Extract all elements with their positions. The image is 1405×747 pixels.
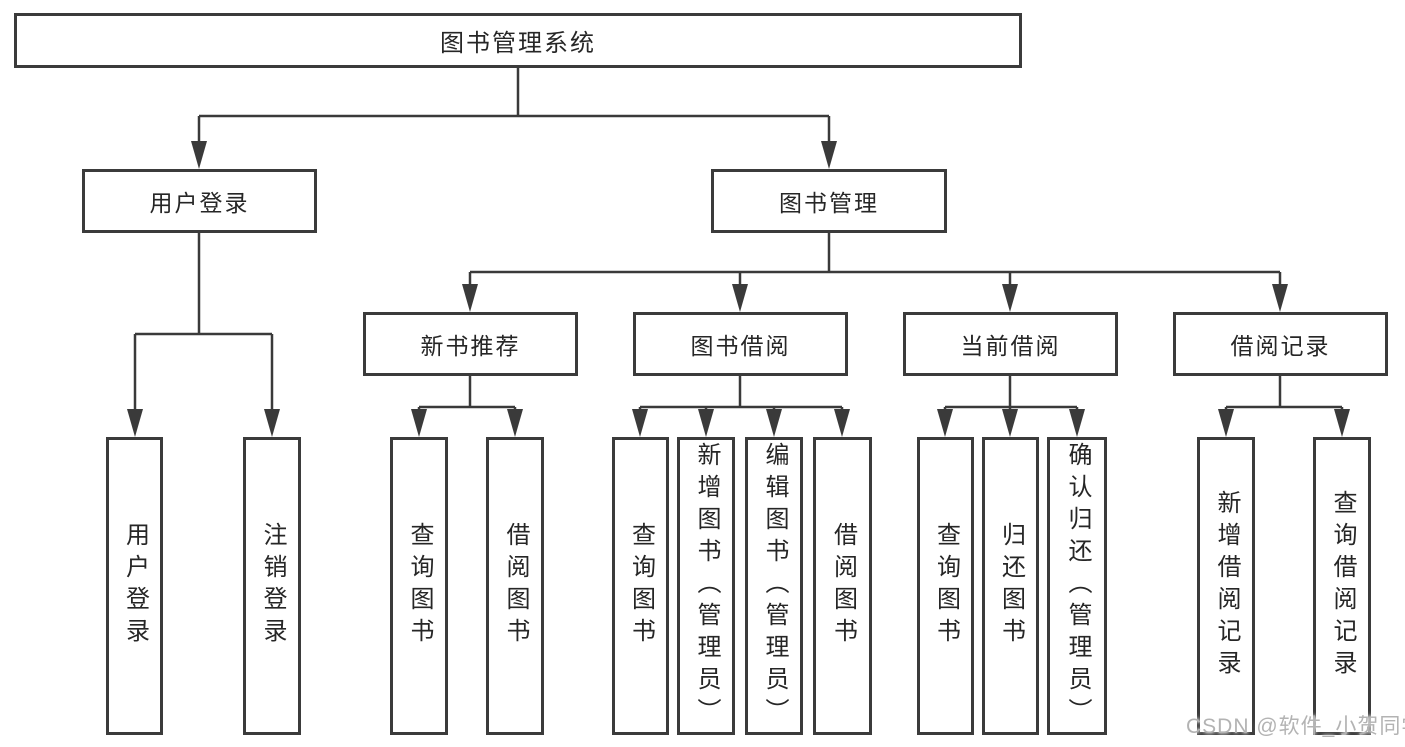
arrowhead (1218, 409, 1234, 437)
leaf-return-books: 归还图书 (982, 437, 1039, 735)
arrowhead (766, 409, 782, 437)
leaf-label: 查询借阅记录 (1329, 490, 1356, 682)
node-label: 图书管理 (779, 190, 879, 216)
node-book-management: 图书管理 (711, 169, 947, 233)
leaf-label: 借阅图书 (829, 522, 857, 650)
node-root-library-system: 图书管理系统 (14, 13, 1022, 68)
node-label: 借阅记录 (1230, 333, 1331, 359)
arrowhead (1002, 409, 1018, 437)
node-new-book-recommendation: 新书推荐 (363, 312, 578, 376)
arrowhead (507, 409, 523, 437)
leaf-label: 确认归还（管理员） (1064, 442, 1091, 730)
leaf-query-borrow-record: 查询借阅记录 (1313, 437, 1371, 735)
arrowhead (127, 409, 143, 437)
arrowhead (821, 141, 837, 169)
node-label: 新书推荐 (420, 333, 521, 359)
arrowhead (462, 284, 478, 312)
csdn-watermark: CSDN @软件_小贺同学 (1186, 715, 1405, 738)
node-user-login: 用户登录 (82, 169, 317, 233)
leaf-query-books-recommend: 查询图书 (390, 437, 448, 735)
arrowhead (937, 409, 953, 437)
arrowhead (632, 409, 648, 437)
arrowhead (732, 284, 748, 312)
leaf-edit-books-admin: 编辑图书（管理员） (745, 437, 803, 735)
leaf-label: 查询图书 (627, 522, 655, 650)
node-book-borrowing: 图书借阅 (633, 312, 848, 376)
node-label: 当前借阅 (960, 333, 1061, 359)
node-current-borrowing: 当前借阅 (903, 312, 1118, 376)
leaf-label: 新增借阅记录 (1213, 490, 1240, 682)
arrowhead (1002, 284, 1018, 312)
leaf-label: 注销登录 (259, 522, 286, 650)
leaf-label: 查询图书 (932, 522, 960, 650)
arrowhead (698, 409, 714, 437)
leaf-borrow-books-borrowing: 借阅图书 (813, 437, 872, 735)
arrowheads-group (127, 141, 1350, 437)
node-label: 图书借阅 (690, 333, 791, 359)
leaf-label: 查询图书 (406, 522, 433, 650)
arrowhead (411, 409, 427, 437)
node-label: 图书管理系统 (440, 30, 596, 57)
leaf-logout: 注销登录 (243, 437, 301, 735)
leaf-label: 新增图书（管理员） (693, 442, 720, 730)
arrowhead (1272, 284, 1288, 312)
node-borrowing-records: 借阅记录 (1173, 312, 1388, 376)
leaf-add-borrow-record: 新增借阅记录 (1197, 437, 1255, 735)
arrowhead (834, 409, 850, 437)
leaf-label: 编辑图书（管理员） (761, 442, 788, 730)
leaf-confirm-return-admin: 确认归还（管理员） (1047, 437, 1107, 735)
leaf-add-books-admin: 新增图书（管理员） (677, 437, 735, 735)
arrowhead (191, 141, 207, 169)
leaf-label: 借阅图书 (502, 522, 529, 650)
leaf-label: 归还图书 (997, 522, 1025, 650)
leaf-query-books-borrowing: 查询图书 (612, 437, 669, 735)
node-label: 用户登录 (149, 190, 250, 216)
leaf-user-login: 用户登录 (106, 437, 163, 735)
leaf-query-books-current: 查询图书 (917, 437, 974, 735)
leaf-label: 用户登录 (121, 522, 149, 650)
arrowhead (1069, 409, 1085, 437)
arrowhead (264, 409, 280, 437)
leaf-borrow-books-recommend: 借阅图书 (486, 437, 544, 735)
arrowhead (1334, 409, 1350, 437)
